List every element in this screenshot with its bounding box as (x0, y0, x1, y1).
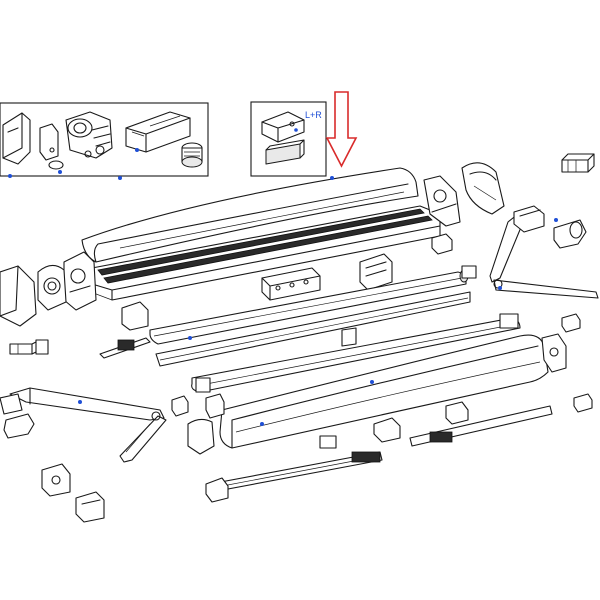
rail-right-cap (423, 175, 461, 227)
bottom-clip-c (445, 401, 469, 425)
front-cover-profile (219, 334, 549, 449)
marker-dot (294, 128, 298, 132)
right-arm-assembly (489, 205, 599, 299)
small-bracket (431, 233, 453, 255)
bottom-clip-a (319, 435, 337, 449)
lr-bracket-part (261, 111, 305, 143)
center-hinge-bracket (261, 267, 321, 301)
bottom-clip-d (205, 477, 229, 503)
bracket-part (39, 123, 64, 170)
rail-left-cap (63, 251, 97, 311)
middle-tube (191, 313, 521, 393)
lower-tube-right (409, 405, 553, 447)
front-cover-cap (541, 333, 567, 373)
right-arm-shoulder (553, 219, 587, 249)
control-box-part (125, 111, 191, 153)
plug-part (181, 142, 203, 168)
left-clip (35, 339, 49, 355)
bottom-clip-b (373, 417, 401, 443)
wall-mount (187, 418, 215, 455)
lower-long-tube (209, 451, 383, 493)
right-end-shell (461, 162, 505, 215)
left-wall-bracket (75, 491, 105, 523)
bottom-clip-f (205, 393, 225, 419)
right-clip-lower (573, 393, 593, 413)
marker-dots (8, 174, 558, 426)
motor-unit-part (65, 111, 113, 159)
accessory-inset-box (0, 102, 209, 177)
end-cap-part (2, 112, 31, 165)
arm-rod (99, 337, 151, 359)
left-end-shell (0, 265, 37, 327)
marker-dot (135, 148, 139, 152)
left-motor-housing (37, 264, 67, 311)
marker-dot (58, 170, 62, 174)
left-arm-assembly (0, 387, 167, 463)
small-plate (341, 327, 357, 347)
lr-inset-box: L+R (250, 101, 327, 177)
top-cover-profile (81, 167, 419, 263)
front-bar-profile (155, 291, 471, 367)
left-lower-bracket (41, 463, 71, 497)
rail-profile (91, 205, 441, 301)
lr-sealing-strip (265, 139, 305, 165)
inset-label: L+R (305, 110, 322, 120)
right-clip-upper (561, 313, 581, 333)
center-plate (359, 253, 393, 291)
bottom-clip-e (171, 395, 189, 417)
small-clip-right (561, 153, 595, 173)
left-connector (121, 301, 149, 331)
highlight-arrow (325, 91, 358, 168)
left-arm-endcap (3, 413, 35, 439)
roller-tube (149, 265, 477, 345)
